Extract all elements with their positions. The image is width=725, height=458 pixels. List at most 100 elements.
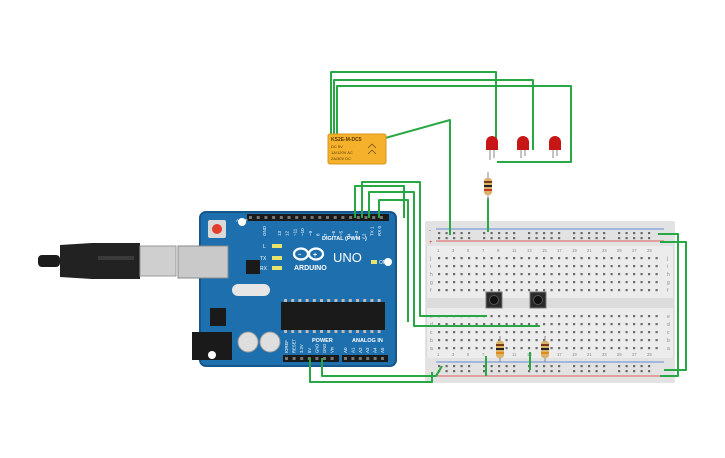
- breadboard-hole[interactable]: [558, 265, 561, 268]
- breadboard-hole[interactable]: [513, 323, 516, 326]
- breadboard-hole[interactable]: [633, 281, 636, 284]
- breadboard-hole[interactable]: [505, 331, 508, 334]
- breadboard-hole[interactable]: [573, 273, 576, 276]
- header-pin[interactable]: [272, 216, 276, 219]
- breadboard-hole[interactable]: [640, 339, 643, 342]
- breadboard-hole[interactable]: [633, 365, 636, 368]
- breadboard-hole[interactable]: [655, 315, 658, 318]
- breadboard-hole[interactable]: [640, 265, 643, 268]
- header-pin[interactable]: [366, 357, 370, 360]
- breadboard-hole[interactable]: [573, 281, 576, 284]
- breadboard-hole[interactable]: [483, 257, 486, 260]
- breadboard-hole[interactable]: [483, 289, 486, 292]
- breadboard-hole[interactable]: [640, 347, 643, 350]
- breadboard-hole[interactable]: [580, 370, 583, 373]
- breadboard-hole[interactable]: [618, 289, 621, 292]
- breadboard-hole[interactable]: [655, 265, 658, 268]
- breadboard-hole[interactable]: [558, 232, 561, 235]
- breadboard-hole[interactable]: [640, 232, 643, 235]
- breadboard-hole[interactable]: [505, 232, 508, 235]
- breadboard-hole[interactable]: [468, 265, 471, 268]
- breadboard-hole[interactable]: [543, 257, 546, 260]
- breadboard-hole[interactable]: [573, 365, 576, 368]
- header-pin[interactable]: [333, 216, 337, 219]
- breadboard-hole[interactable]: [588, 257, 591, 260]
- header-pin[interactable]: [300, 357, 304, 360]
- breadboard-hole[interactable]: [483, 365, 486, 368]
- breadboard-hole[interactable]: [498, 281, 501, 284]
- breadboard-hole[interactable]: [550, 273, 553, 276]
- breadboard-hole[interactable]: [625, 315, 628, 318]
- breadboard-hole[interactable]: [565, 347, 568, 350]
- breadboard-hole[interactable]: [438, 281, 441, 284]
- breadboard-hole[interactable]: [595, 315, 598, 318]
- breadboard-hole[interactable]: [573, 347, 576, 350]
- breadboard-hole[interactable]: [460, 265, 463, 268]
- breadboard-hole[interactable]: [535, 315, 538, 318]
- breadboard-hole[interactable]: [468, 281, 471, 284]
- breadboard-hole[interactable]: [445, 365, 448, 368]
- breadboard-hole[interactable]: [655, 257, 658, 260]
- breadboard-hole[interactable]: [490, 289, 493, 292]
- breadboard-hole[interactable]: [648, 365, 651, 368]
- breadboard-hole[interactable]: [438, 232, 441, 235]
- breadboard-hole[interactable]: [655, 281, 658, 284]
- breadboard-hole[interactable]: [625, 339, 628, 342]
- breadboard-hole[interactable]: [625, 257, 628, 260]
- header-pin[interactable]: [310, 216, 314, 219]
- breadboard-hole[interactable]: [648, 289, 651, 292]
- breadboard-hole[interactable]: [475, 289, 478, 292]
- breadboard-hole[interactable]: [633, 273, 636, 276]
- breadboard-hole[interactable]: [460, 273, 463, 276]
- breadboard-hole[interactable]: [580, 347, 583, 350]
- header-pin[interactable]: [302, 216, 306, 219]
- breadboard-hole[interactable]: [460, 347, 463, 350]
- breadboard-hole[interactable]: [640, 365, 643, 368]
- breadboard-hole[interactable]: [520, 315, 523, 318]
- breadboard-hole[interactable]: [498, 265, 501, 268]
- breadboard-hole[interactable]: [588, 370, 591, 373]
- breadboard-hole[interactable]: [513, 273, 516, 276]
- breadboard-hole[interactable]: [633, 315, 636, 318]
- breadboard-hole[interactable]: [460, 331, 463, 334]
- breadboard-hole[interactable]: [445, 347, 448, 350]
- breadboard-hole[interactable]: [468, 331, 471, 334]
- breadboard-hole[interactable]: [543, 370, 546, 373]
- breadboard-hole[interactable]: [603, 315, 606, 318]
- breadboard-hole[interactable]: [550, 339, 553, 342]
- header-pin[interactable]: [341, 216, 345, 219]
- breadboard-hole[interactable]: [460, 365, 463, 368]
- breadboard-hole[interactable]: [565, 281, 568, 284]
- breadboard-hole[interactable]: [595, 365, 598, 368]
- breadboard-hole[interactable]: [543, 232, 546, 235]
- breadboard-hole[interactable]: [565, 315, 568, 318]
- breadboard-hole[interactable]: [513, 257, 516, 260]
- header-pin[interactable]: [279, 216, 283, 219]
- header-pin[interactable]: [364, 216, 368, 219]
- header-pin[interactable]: [381, 357, 384, 360]
- breadboard-hole[interactable]: [505, 281, 508, 284]
- breadboard-hole[interactable]: [498, 370, 501, 373]
- breadboard-hole[interactable]: [498, 365, 501, 368]
- breadboard-hole[interactable]: [475, 323, 478, 326]
- breadboard-hole[interactable]: [573, 315, 576, 318]
- breadboard-hole[interactable]: [520, 339, 523, 342]
- breadboard-hole[interactable]: [588, 315, 591, 318]
- breadboard-hole[interactable]: [505, 370, 508, 373]
- breadboard-hole[interactable]: [595, 257, 598, 260]
- breadboard-hole[interactable]: [618, 315, 621, 318]
- breadboard-hole[interactable]: [543, 273, 546, 276]
- breadboard-hole[interactable]: [573, 232, 576, 235]
- wire-pin-to-button1[interactable]: [361, 181, 487, 317]
- usb-cable[interactable]: [38, 243, 177, 279]
- breadboard-hole[interactable]: [475, 273, 478, 276]
- breadboard-hole[interactable]: [625, 265, 628, 268]
- breadboard-hole[interactable]: [655, 339, 658, 342]
- breadboard-hole[interactable]: [445, 323, 448, 326]
- breadboard-hole[interactable]: [483, 232, 486, 235]
- breadboard-hole[interactable]: [528, 347, 531, 350]
- breadboard-hole[interactable]: [565, 331, 568, 334]
- breadboard-hole[interactable]: [438, 365, 441, 368]
- breadboard-hole[interactable]: [558, 273, 561, 276]
- breadboard-hole[interactable]: [490, 257, 493, 260]
